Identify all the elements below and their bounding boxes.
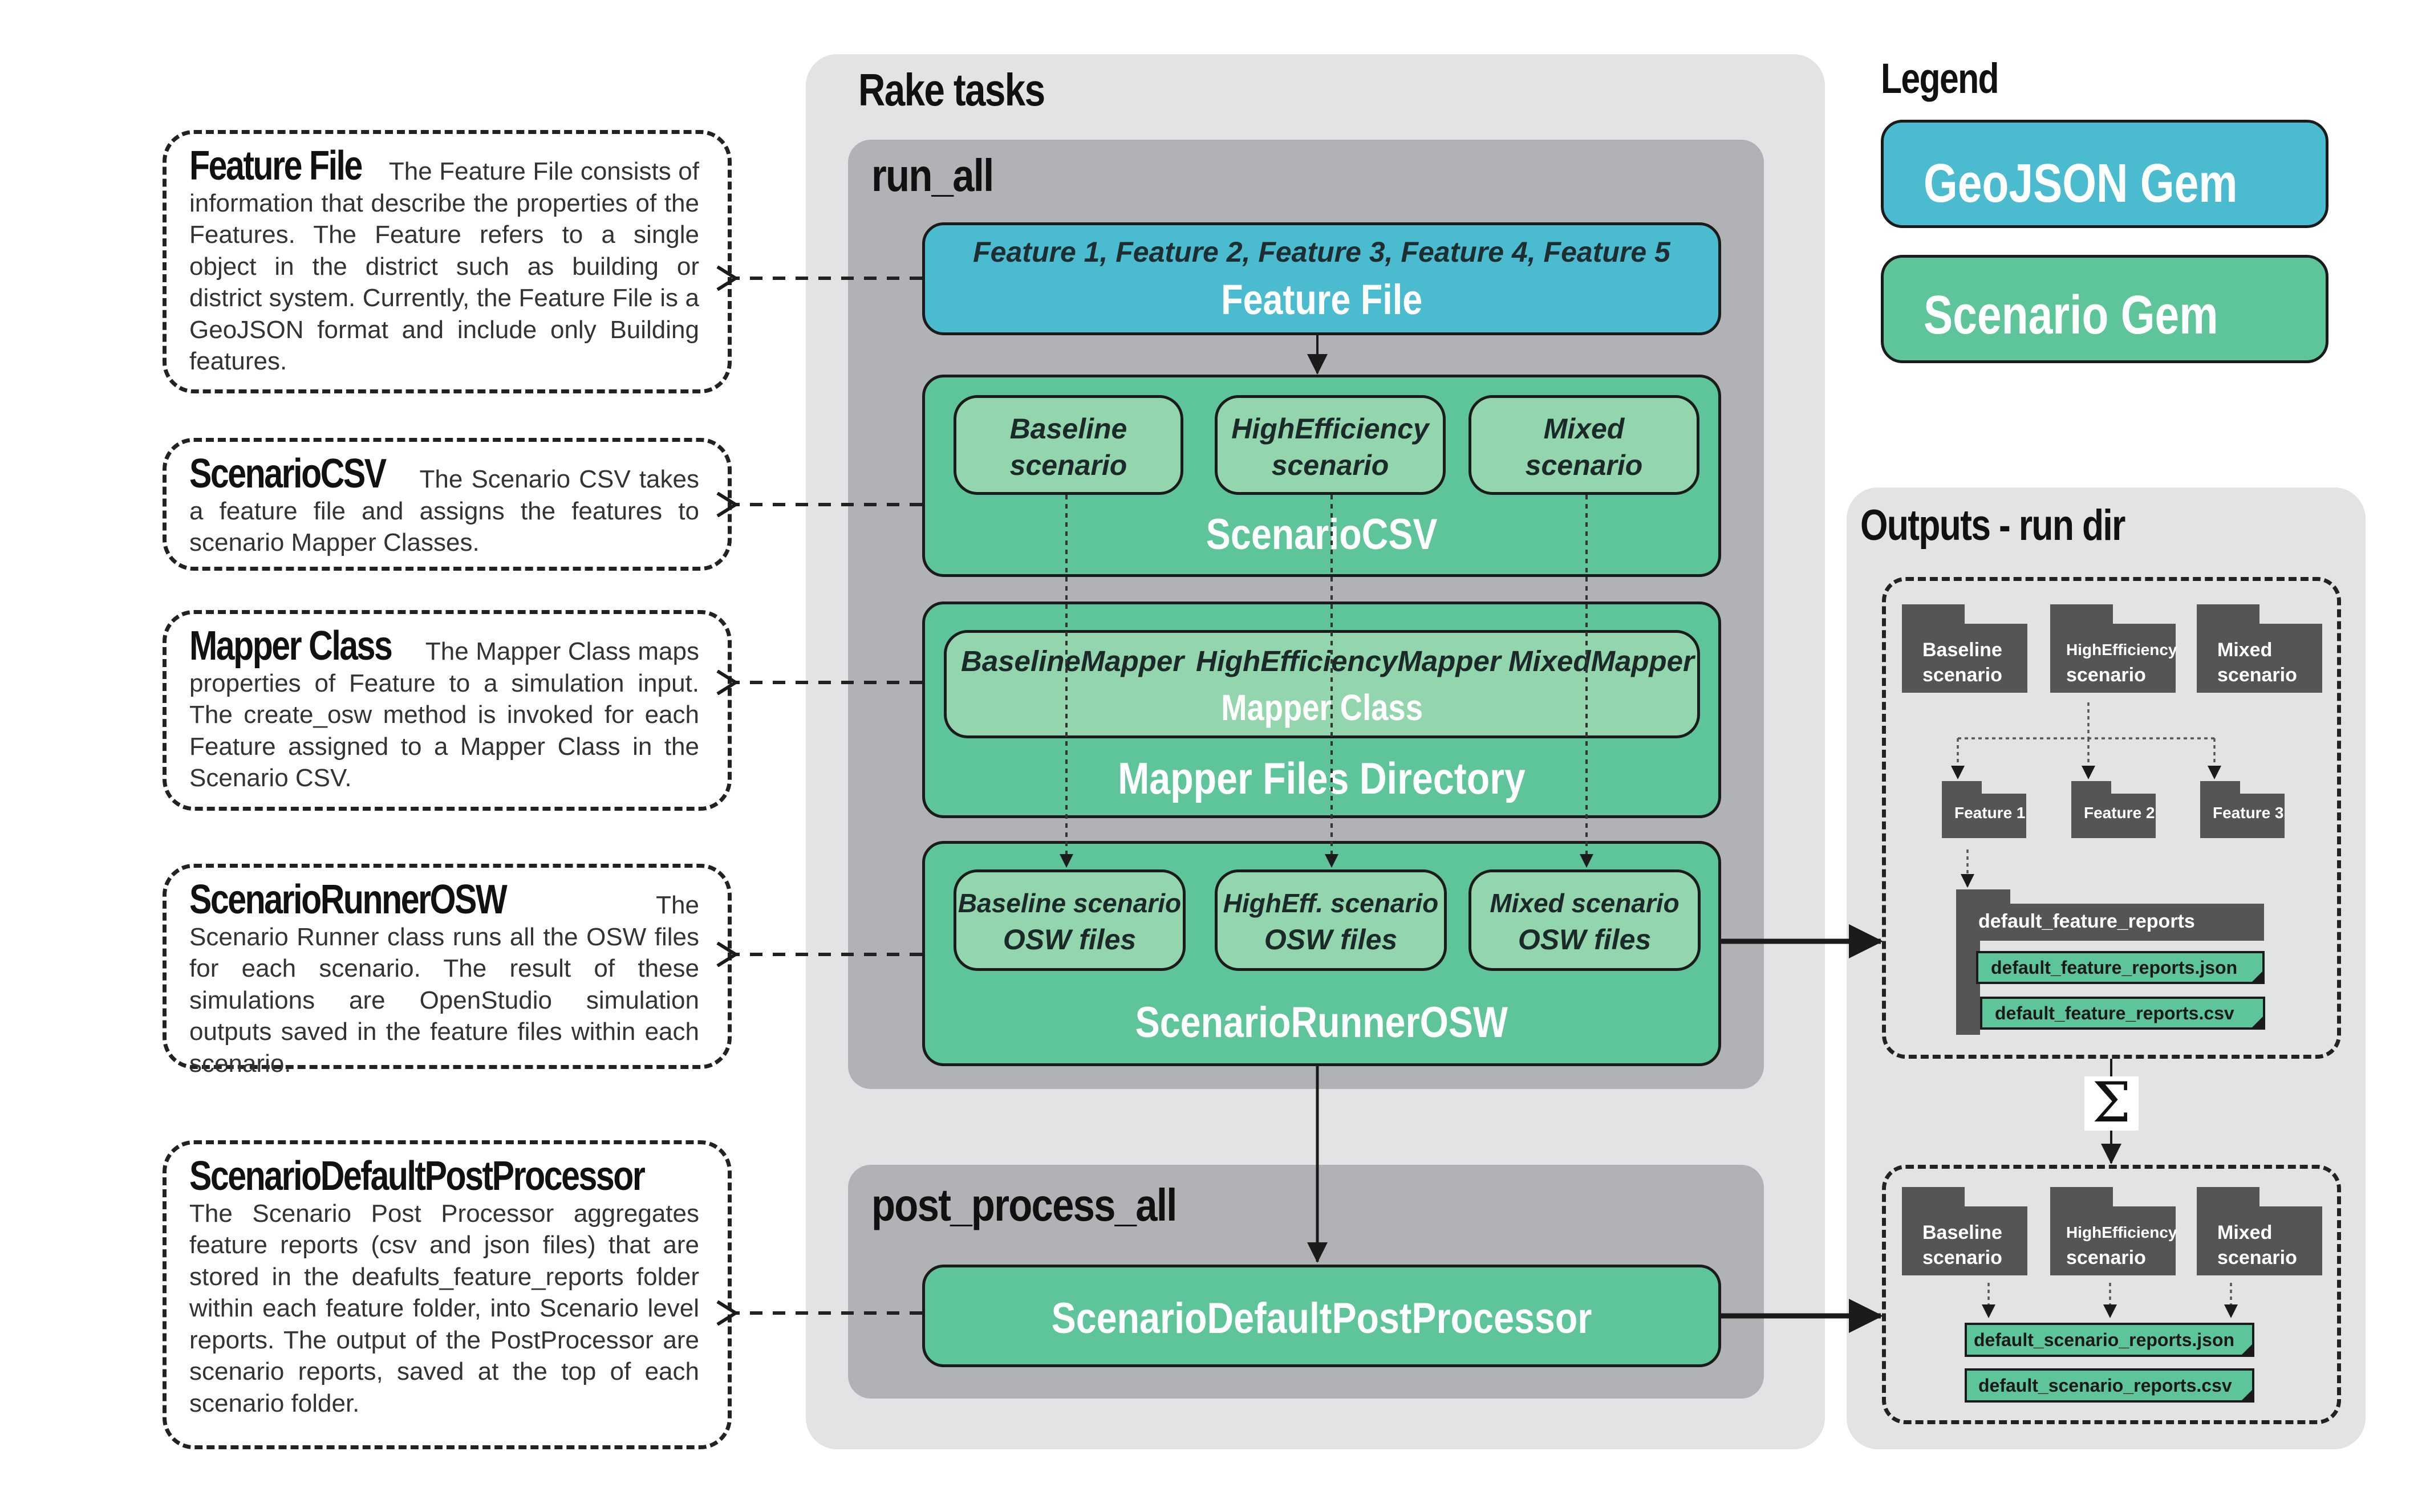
description-body: The Scenario Runner class runs all the O… xyxy=(189,891,699,1078)
osw-line2: OSW files xyxy=(1518,924,1652,956)
run-outputs-region xyxy=(1882,577,2341,1059)
legend-geojson-swatch: GeoJSON Gem xyxy=(1881,120,2328,228)
feature-file-label: Feature File xyxy=(1220,276,1423,323)
feature-report-json-file: default_feature_reports.json xyxy=(1976,951,2265,984)
baseline-mapper: BaselineMapper xyxy=(961,645,1184,677)
description-title: ScenarioRunnerOSW xyxy=(189,877,508,922)
folder-label-line1: HighEfficiency xyxy=(2066,641,2177,659)
description-title: Feature File xyxy=(189,143,363,189)
osw-line1: Mixed scenario xyxy=(1490,888,1680,918)
outputs-title: Outputs - run dir xyxy=(1860,501,2125,550)
legend-scenario-swatch: Scenario Gem xyxy=(1881,255,2328,363)
mapper-class-label: Mapper Class xyxy=(1221,687,1423,728)
osw-line1: HighEff. scenario xyxy=(1223,888,1439,918)
feature-folder-label: Feature 2 xyxy=(2084,804,2155,822)
folder-label-line2: scenario xyxy=(1922,664,2002,686)
rake-tasks-title: Rake tasks xyxy=(858,64,1045,115)
description-title: Mapper Class xyxy=(189,623,393,669)
folder-label-line1: Mixed xyxy=(2217,1222,2273,1243)
mapper-class-description: Mapper Class The Mapper Class maps prope… xyxy=(163,610,732,811)
reports-folder-label: default_feature_reports xyxy=(1978,911,2195,932)
baseline-scenario-pill: Baseline scenario xyxy=(954,395,1183,495)
folder-label-line1: Baseline xyxy=(1922,1222,2002,1243)
feature-folder-label: Feature 1 xyxy=(1954,804,2026,822)
mapper-class-block: BaselineMapper HighEfficiencyMapper Mixe… xyxy=(944,630,1700,738)
reports-folder-header: default_feature_reports xyxy=(1970,904,2264,941)
description-body: The Mapper Class maps properties of Feat… xyxy=(189,637,699,792)
highefficiency-scenario-pill: HighEfficiency scenario xyxy=(1215,395,1446,495)
description-body: The Feature File consists of information… xyxy=(189,157,700,375)
pill-line2: scenario xyxy=(1271,449,1389,481)
mapper-directory-label: Mapper Files Directory xyxy=(1118,753,1526,803)
baseline-osw-pill: Baseline scenario OSW files xyxy=(954,869,1186,971)
folder-label-line2: scenario xyxy=(2066,1247,2146,1269)
feature-list: Feature 1, Feature 2, Feature 3, Feature… xyxy=(973,236,1670,268)
mixed-osw-pill: Mixed scenario OSW files xyxy=(1468,869,1701,971)
post-processor-description: ScenarioDefaultPostProcessor The Scenari… xyxy=(163,1140,732,1449)
folder-icon: HighEfficiency scenario xyxy=(2050,1187,2188,1288)
feature-report-csv-file: default_feature_reports.csv xyxy=(1980,997,2265,1030)
osw-line2: OSW files xyxy=(1003,924,1137,956)
description-title: ScenarioCSV xyxy=(189,451,387,497)
osw-line2: OSW files xyxy=(1264,924,1398,956)
feature-file-block: Feature 1, Feature 2, Feature 3, Feature… xyxy=(922,222,1721,335)
folder-label-line2: scenario xyxy=(2066,664,2146,686)
sum-icon: Σ xyxy=(2084,1075,2139,1131)
run-all-title: run_all xyxy=(871,150,994,201)
scenario-report-csv-file: default_scenario_reports.csv xyxy=(1965,1368,2254,1403)
feature-folder-label: Feature 3 xyxy=(2213,804,2284,822)
legend-scenario-label: Scenario Gem xyxy=(1924,284,2218,346)
folder-label-line1: HighEfficiency xyxy=(2066,1224,2177,1241)
post-processor-label: ScenarioDefaultPostProcessor xyxy=(1051,1294,1592,1343)
folder-label-line2: scenario xyxy=(2217,664,2297,686)
legend-geojson-label: GeoJSON Gem xyxy=(1924,153,2238,214)
folder-label-line2: scenario xyxy=(1922,1247,2002,1269)
pill-line1: Mixed xyxy=(1543,413,1625,445)
post-process-all-title: post_process_all xyxy=(871,1180,1177,1230)
scenario-csv-label: ScenarioCSV xyxy=(1206,510,1438,559)
description-title: ScenarioDefaultPostProcessor xyxy=(189,1153,646,1199)
osw-line1: Baseline scenario xyxy=(958,888,1182,918)
scenario-runner-osw-description: ScenarioRunnerOSW The Scenario Runner cl… xyxy=(163,864,732,1078)
mixed-mapper: MixedMapper xyxy=(1508,645,1694,677)
description-body: The Scenario CSV takes a feature file an… xyxy=(189,465,699,556)
scenario-report-json-file: default_scenario_reports.json xyxy=(1965,1323,2254,1357)
scenario-csv-description: ScenarioCSV The Scenario CSV takes a fea… xyxy=(163,438,732,571)
pill-line2: scenario xyxy=(1009,449,1127,481)
aggregated-outputs-region xyxy=(1882,1165,2341,1424)
folder-label-line1: Mixed xyxy=(2217,639,2273,661)
pill-line2: scenario xyxy=(1525,449,1643,481)
legend-title: Legend xyxy=(1881,55,1999,102)
pill-line1: HighEfficiency xyxy=(1231,413,1429,445)
runner-label: ScenarioRunnerOSW xyxy=(1135,998,1508,1047)
highefficiency-mapper: HighEfficiencyMapper xyxy=(1196,645,1501,677)
feature-file-description: Feature File The Feature File consists o… xyxy=(163,130,732,393)
folder-label-line2: scenario xyxy=(2217,1247,2297,1269)
higheff-osw-pill: HighEff. scenario OSW files xyxy=(1215,869,1447,971)
mixed-scenario-pill: Mixed scenario xyxy=(1468,395,1699,495)
description-body: The Scenario Post Processor aggregates f… xyxy=(189,1199,699,1417)
folder-label-line1: Baseline xyxy=(1922,639,2002,661)
post-processor-block: ScenarioDefaultPostProcessor xyxy=(922,1265,1721,1367)
pill-line1: Baseline xyxy=(1009,413,1127,445)
